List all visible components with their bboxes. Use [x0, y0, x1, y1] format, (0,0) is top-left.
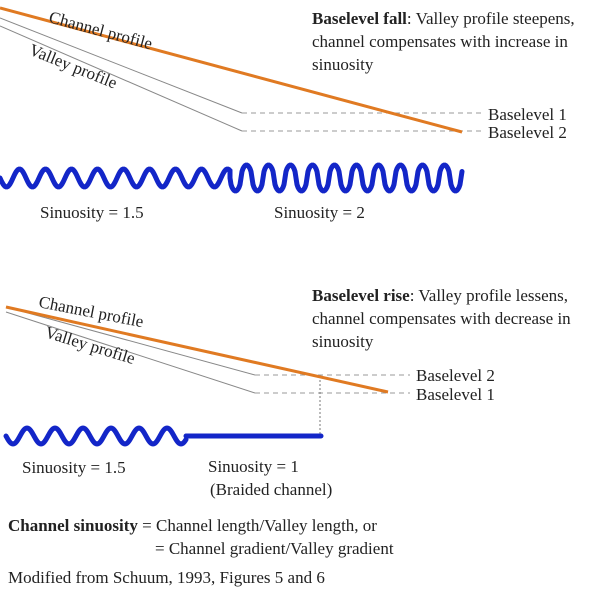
rise-description-line-2: channel compensates with decrease in	[312, 309, 571, 328]
fall-valley-line-1	[0, 17, 243, 114]
fall-description-line-3: sinuosity	[312, 55, 374, 74]
fall-description-line-1: Baselevel fall: Valley profile steepens,	[312, 9, 575, 28]
rise-panel: Channel profile Valley profile Baselevel…	[3, 286, 571, 499]
fall-sinuosity-left-label: Sinuosity = 1.5	[40, 203, 144, 222]
rise-sinuosity-left-label: Sinuosity = 1.5	[22, 458, 126, 477]
rise-braided-note: (Braided channel)	[210, 480, 332, 499]
fall-baselevel-1-label: Baselevel 1	[488, 105, 567, 124]
source-credit: Modified from Schuum, 1993, Figures 5 an…	[8, 568, 325, 587]
fall-baselevel-2-label: Baselevel 2	[488, 123, 567, 142]
fall-valley-line-2	[0, 25, 243, 132]
fall-sinuosity-right-label: Sinuosity = 2	[274, 203, 365, 222]
rise-valley-line-2	[5, 311, 256, 394]
fall-channel-profile-label: Channel profile	[47, 8, 155, 54]
fall-channel-profile-line	[0, 6, 463, 134]
rise-sinuosity-right-label: Sinuosity = 1	[208, 457, 299, 476]
rise-channel-profile-line	[5, 305, 389, 394]
rise-valley-line-1	[5, 306, 256, 376]
rise-baselevel-1-label: Baselevel 1	[416, 385, 495, 404]
fall-description-line-2: channel compensates with increase in	[312, 32, 568, 51]
rise-meander-channel	[3, 425, 189, 447]
sinuosity-definition-line-1: Channel sinuosity = Channel length/Valle…	[8, 516, 377, 535]
rise-baselevel-2-label: Baselevel 2	[416, 366, 495, 385]
fall-panel: Channel profile Valley profile Baselevel…	[0, 6, 575, 222]
sinuosity-definition-line-2: = Channel gradient/Valley gradient	[155, 539, 394, 558]
rise-description-line-3: sinuosity	[312, 332, 374, 351]
fall-meander-channel	[0, 162, 465, 194]
rise-description-line-1: Baselevel rise: Valley profile lessens,	[312, 286, 568, 305]
fall-valley-profile-label: Valley profile	[27, 40, 120, 92]
